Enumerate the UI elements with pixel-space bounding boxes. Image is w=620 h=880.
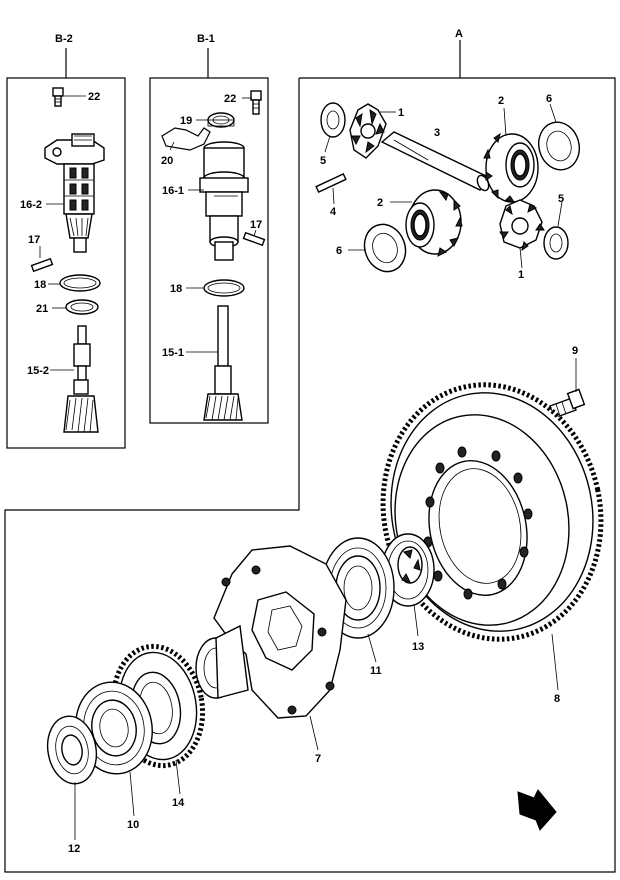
callout-a-washer-top: 5: [320, 155, 326, 167]
callout-b1-oring: 18: [170, 283, 182, 295]
callout-case: 7: [315, 753, 321, 765]
a-washer-left-part: [363, 223, 407, 273]
callout-b2-shaft: 15-2: [27, 365, 49, 377]
b2-pin-part: [30, 257, 54, 273]
b1-pinion-part: [199, 141, 249, 261]
callout-drive-gear: 14: [172, 797, 185, 809]
callout-b1-pinion: 16-1: [162, 185, 184, 197]
callout-a-side-gear-left: 2: [377, 197, 383, 209]
b1-clip-part: [161, 127, 211, 151]
b1-shaft-part: [203, 305, 243, 421]
b1-pin-part: [242, 231, 266, 247]
callout-b1-pin: 17: [250, 219, 262, 231]
a-pinion-lower-part: [499, 199, 545, 252]
callout-ring-gear: 8: [554, 693, 560, 705]
b2-shaft-part: [63, 325, 99, 433]
oil-seal-part: [46, 715, 98, 785]
callout-a-pin: 4: [330, 206, 337, 218]
a-washer-right-part: [538, 121, 580, 171]
callout-labels: 22 16-2 17 18 21 15-2 22 19 20 16-1 17 1…: [20, 91, 578, 855]
callout-b1-bolt: 22: [224, 93, 236, 105]
frame-b2: [6, 77, 126, 449]
callout-b2-bolt: 22: [88, 91, 100, 103]
callout-oil-seal: 12: [68, 843, 80, 855]
group-frames: [4, 40, 616, 873]
callout-bolt: 9: [572, 345, 578, 357]
ring-gear-part: [380, 382, 604, 642]
seal-ring-part: [381, 533, 435, 607]
callout-bearing-left: 10: [127, 819, 139, 831]
diff-case-part: [195, 545, 347, 719]
callout-b1-shaft: 15-1: [162, 347, 184, 359]
a-washer-lower-part: [543, 226, 569, 260]
a-side-gear-right-part: [483, 132, 539, 203]
callout-a-pinion-lower: 1: [518, 269, 524, 281]
group-label-b2: B-2: [55, 33, 73, 45]
callout-a-washer-left: 6: [336, 245, 342, 257]
group-label-b1: B-1: [197, 33, 215, 45]
callout-b1-clip: 20: [161, 155, 173, 167]
a-pinion-top-part: [349, 103, 387, 159]
frame-a: [4, 77, 616, 873]
b2-parts: [30, 87, 105, 433]
b1-bolt-part: [250, 90, 262, 115]
group-label-a: A: [455, 28, 463, 40]
b1-oring-part: [203, 279, 245, 297]
b2-pinion-part: [44, 133, 105, 253]
callout-a-shaft: 3: [434, 127, 440, 139]
b2-bolt-part: [52, 87, 64, 107]
a-parts: [315, 102, 580, 273]
callout-a-washer-right: 6: [546, 93, 552, 105]
callout-b1-seal: 19: [180, 115, 192, 127]
callout-a-washer-lower: 5: [558, 193, 564, 205]
b1-parts: [161, 90, 266, 421]
callout-b2-pin: 17: [28, 234, 40, 246]
callout-bearing-right: 11: [370, 665, 382, 677]
callout-b2-pinion: 16-2: [20, 199, 42, 211]
a-pin-part: [315, 173, 347, 193]
callout-b2-oring: 18: [34, 279, 46, 291]
callout-a-pinion-top: 1: [398, 107, 404, 119]
a-shaft-part: [380, 131, 490, 192]
b2-washer-part: [65, 299, 99, 315]
direction-arrow-icon: [517, 789, 557, 831]
callout-b2-washer: 21: [36, 303, 48, 315]
a-washer-top-part: [320, 102, 346, 138]
leader-lines: [39, 95, 577, 840]
frame-b1: [149, 77, 269, 424]
b2-oring-part: [59, 274, 101, 292]
a-side-gear-left-part: [405, 189, 463, 257]
callout-seal-ring: 13: [412, 641, 424, 653]
callout-a-side-gear-right: 2: [498, 95, 504, 107]
